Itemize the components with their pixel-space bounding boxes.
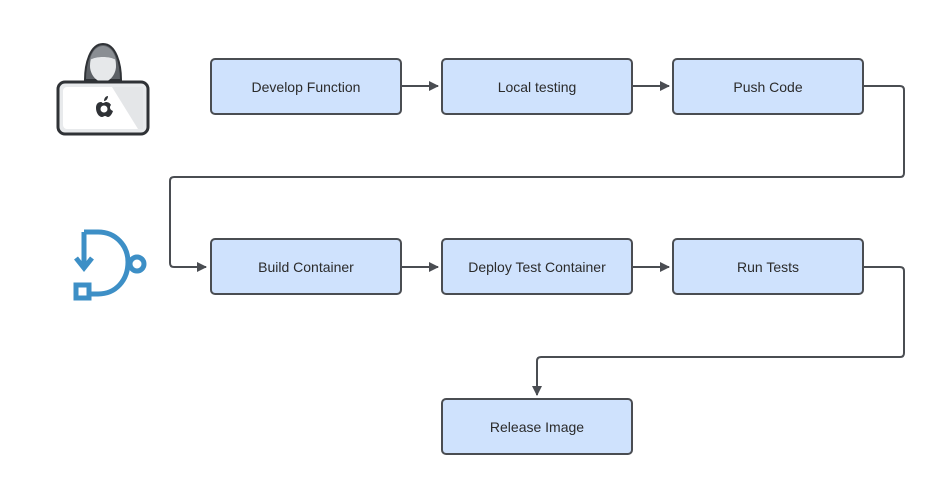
step-push-code[interactable]: Push Code [672, 58, 864, 115]
step-build-container[interactable]: Build Container [210, 238, 402, 295]
step-local-testing[interactable]: Local testing [441, 58, 633, 115]
step-label: Build Container [258, 258, 354, 275]
arrow-push-to-build [169, 85, 905, 272]
step-label: Push Code [733, 78, 803, 95]
step-deploy-test-container[interactable]: Deploy Test Container [441, 238, 633, 295]
step-label: Local testing [497, 78, 577, 95]
step-label: Release Image [489, 418, 585, 435]
developer-laptop-icon [52, 36, 154, 138]
step-run-tests[interactable]: Run Tests [672, 238, 864, 295]
step-develop-function[interactable]: Develop Function [210, 58, 402, 115]
step-release-image[interactable]: Release Image [441, 398, 633, 455]
step-label: Develop Function [251, 78, 361, 95]
step-label: Deploy Test Container [468, 258, 606, 275]
pipeline-icon [66, 226, 148, 304]
arrow-run-to-release [532, 266, 905, 396]
step-label: Run Tests [737, 258, 799, 275]
